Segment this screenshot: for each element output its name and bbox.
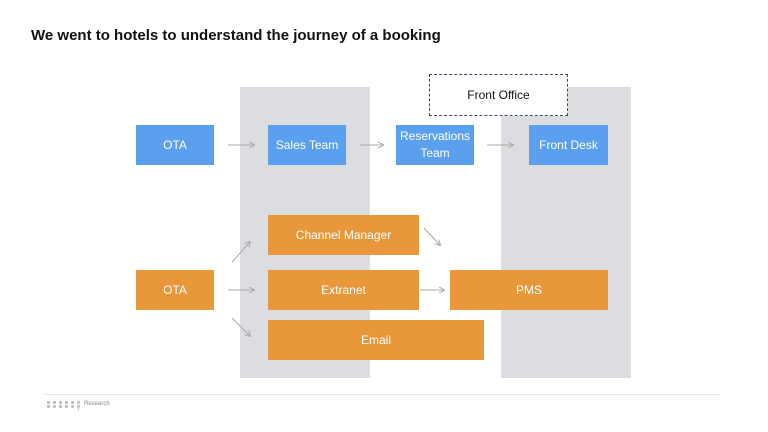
footer-divider (45, 394, 720, 395)
footer-separator (78, 400, 79, 411)
arrow-ota-to-channel-manager (231, 242, 250, 263)
ota-box-top: OTA (136, 125, 214, 165)
sales-team-box: Sales Team (268, 125, 346, 165)
arrow-channel-manager-to-pms (423, 227, 440, 245)
arrow-ota-to-email (231, 317, 250, 336)
reservations-team-line2: Team (420, 146, 450, 160)
email-box: Email (268, 320, 484, 360)
reservations-team-line1: Reservations (399, 129, 471, 144)
front-desk-box: Front Desk (529, 125, 608, 165)
slide-title: We went to hotels to understand the jour… (31, 27, 441, 44)
company-logo-icon (47, 401, 81, 408)
reservations-team-box: Reservations Team (396, 125, 474, 165)
ota-box-bottom: OTA (136, 270, 214, 310)
front-office-label: Front Office (429, 74, 568, 116)
channel-manager-box: Channel Manager (268, 215, 419, 255)
footer-section-label: Research (84, 401, 110, 407)
extranet-box: Extranet (268, 270, 419, 310)
pms-box: PMS (450, 270, 608, 310)
